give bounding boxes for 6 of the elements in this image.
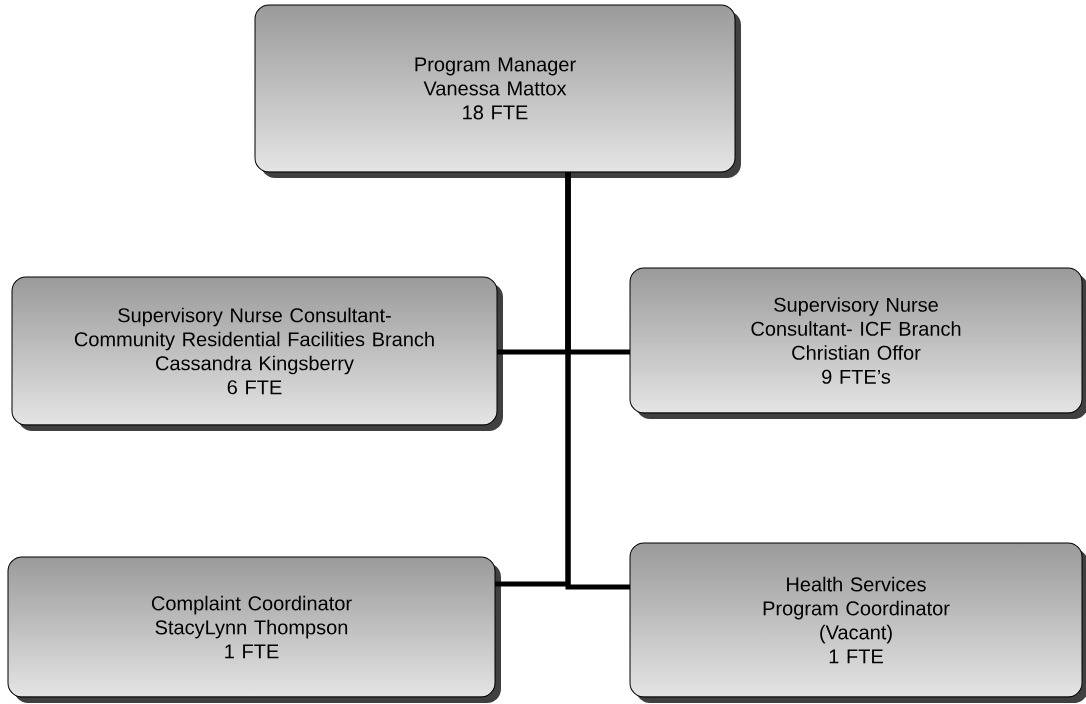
org-box: Health Services Program Coordinator (Vacant) 1 FTE — [629, 542, 1086, 703]
org-box: Complaint Coordinator StacyLynn Thompson 1 FTE — [7, 556, 501, 703]
org-box: Supervisory Nurse Consultant- ICF Branch Christian Offor 9 FTE’s — [629, 267, 1086, 419]
org-box: Program Manager Vanessa Mattox 18 FTE — [254, 4, 741, 178]
org-box: Supervisory Nurse Consultant- Community Residential Facilities Branch Cassandra Kingsberry 6 FTE — [11, 276, 503, 431]
connector-line — [565, 172, 630, 590]
